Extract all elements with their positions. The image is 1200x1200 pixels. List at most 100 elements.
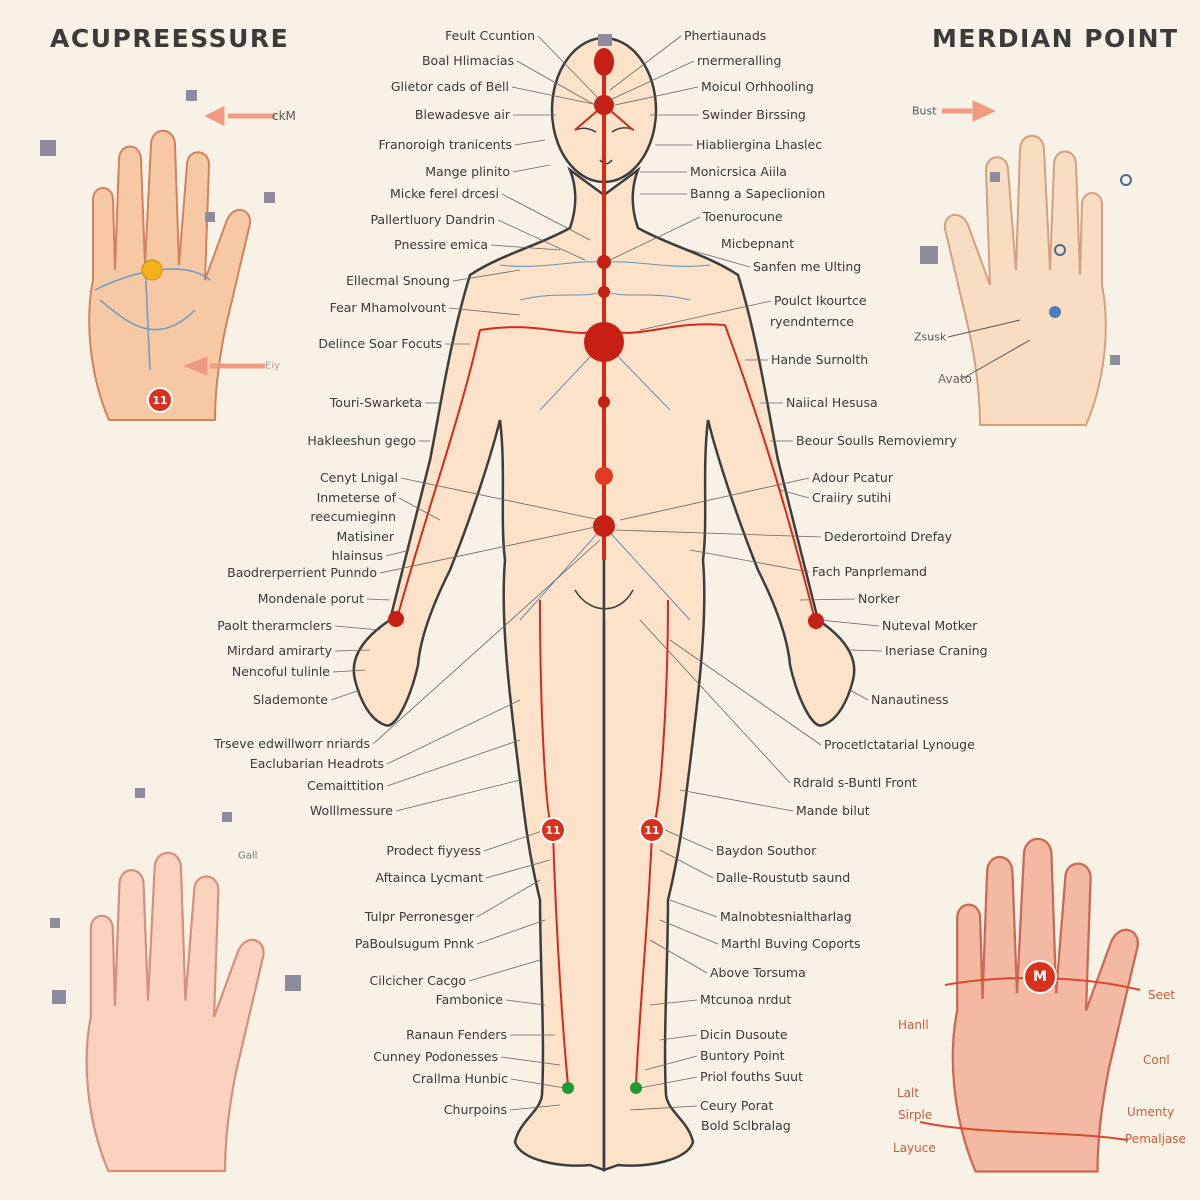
leader-line: [395, 779, 521, 812]
leader-line: [452, 269, 521, 282]
acupoint-badge-hand: 11: [147, 387, 173, 413]
leader-line: [510, 1078, 566, 1089]
leader-line: [619, 477, 810, 521]
right-point-label: Nanautiness: [871, 692, 949, 707]
right-point-label: Toenurocune: [703, 209, 783, 224]
hand-label: Hanll: [898, 1018, 929, 1032]
acupoint-foot-right: [630, 1082, 642, 1094]
right-point-label: Sanfen me Ulting: [753, 259, 862, 274]
leader-line: [819, 619, 880, 627]
acupoint-badge-right-knee: 11: [639, 817, 665, 843]
left-point-label: Fambonice: [435, 992, 503, 1007]
leader-line: [386, 739, 521, 787]
hand-label: Eiy: [265, 360, 281, 372]
left-point-label: Mange plinito: [425, 164, 510, 179]
leader-line: [497, 219, 586, 261]
left-point-label: Cenyt Lnigal: [319, 470, 398, 485]
left-point-label: Mondenale porut: [257, 591, 364, 606]
right-point-label: Nuteval Motker: [882, 618, 978, 633]
leader-line: [476, 919, 546, 945]
leader-line: [485, 859, 551, 879]
right-point-label: Procetlctatarial Lynouge: [824, 737, 975, 752]
left-point-label: Blewadesve air: [414, 107, 510, 122]
leader-line: [511, 86, 599, 106]
right-point-label: Hande Surnolth: [771, 352, 869, 367]
hand-label: Avato: [938, 372, 973, 386]
left-point-label: Touri-Swarketa: [329, 395, 422, 410]
hand-label: Pemaljase: [1125, 1132, 1186, 1146]
left-point-label: Churpoins: [443, 1102, 507, 1117]
leader-line: [659, 849, 714, 879]
leader-line: [689, 249, 751, 268]
hand-label: Bust: [912, 104, 937, 118]
leader-line: [537, 35, 601, 101]
left-point-label: Baodrerperrient Punndo: [227, 565, 377, 580]
right-point-label: Dalle-Roustutb saund: [716, 870, 851, 885]
leader-line: [644, 1055, 698, 1071]
left-point-label: reecumieginn: [310, 509, 396, 524]
hand-bottom-right: [951, 837, 1140, 1173]
leader-line: [483, 829, 546, 852]
right-point-label: ryendnternce: [770, 314, 855, 329]
leader-line: [609, 216, 701, 261]
right-point-label: Naiical Hesusa: [786, 395, 878, 410]
right-point-label: Mtcunoa nrdut: [700, 992, 792, 1007]
leader-line: [799, 598, 856, 601]
left-point-label: Cilcicher Cacgo: [369, 973, 466, 988]
hand-label: Sirple: [898, 1108, 933, 1122]
right-point-label: Banng a Sapeclionion: [690, 186, 826, 201]
grey-markers: [40, 90, 1120, 1004]
left-point-label: Prodect fiyyess: [386, 843, 481, 858]
right-point-label: Priol fouths Suut: [700, 1069, 803, 1084]
left-point-label: Nencoful tulinle: [231, 664, 330, 679]
leader-line: [609, 60, 695, 101]
right-point-label: Marthl Buving Coports: [721, 936, 861, 951]
arrow-pointer: [204, 105, 275, 127]
right-point-label: Poulct Ikourtce: [774, 293, 867, 308]
left-point-label: Glietor cads of Bell: [390, 79, 509, 94]
right-point-label: rnermeralling: [697, 53, 782, 68]
leader-line: [501, 193, 591, 241]
hand-bottom-left: [85, 851, 265, 1173]
left-point-label: Boal Hlimacias: [421, 53, 514, 68]
leader-line: [779, 489, 810, 499]
leader-line: [629, 1105, 698, 1111]
left-point-label: Franoroigh tranicents: [378, 137, 512, 152]
leader-line: [505, 999, 546, 1006]
right-point-label: Fach Panprlemand: [812, 564, 927, 579]
hand-top-left: [88, 129, 252, 421]
left-point-label: Crallma Hunbic: [412, 1071, 508, 1086]
left-point-label: Aftainca Lycmant: [375, 870, 484, 885]
left-point-label: Slademonte: [252, 692, 328, 707]
leader-line: [386, 699, 521, 765]
right-point-label: Micbepnant: [721, 236, 795, 251]
left-point-label: Mirdard amirarty: [226, 643, 332, 658]
left-point-label: Matisiner: [336, 529, 394, 544]
leader-line: [509, 1104, 561, 1111]
right-point-label: Mande bilut: [796, 803, 870, 818]
acupoint-badge-hand-bottom-right: M: [1023, 960, 1057, 994]
leader-line: [334, 649, 371, 652]
arrow-pointer: [183, 356, 265, 376]
left-point-label: Cemaittition: [307, 778, 384, 793]
left-point-label: Pnessire emica: [394, 237, 488, 252]
leader-line: [512, 164, 551, 173]
right-point-label: Phertiaunads: [684, 28, 767, 43]
leader-line: [366, 598, 391, 601]
right-point-label: Ceury Porat: [700, 1098, 774, 1113]
acupoints: [388, 48, 824, 629]
leader-line: [614, 86, 699, 106]
leader-line: [334, 625, 381, 631]
hand-label: Zsusk: [914, 330, 947, 344]
right-point-label: Ineriase Craning: [885, 643, 988, 658]
right-point-label: Dederortoind Drefay: [824, 529, 953, 544]
left-point-label: Eaclubarian Headrots: [249, 756, 384, 771]
left-point-label: hlainsus: [331, 548, 383, 563]
right-point-label: Monicrsica Aiila: [690, 164, 787, 179]
hand-label: Gall: [238, 850, 258, 862]
right-point-label: Above Torsuma: [710, 965, 806, 980]
leader-line: [659, 919, 719, 945]
right-point-label: Baydon Southor: [716, 843, 817, 858]
right-point-label: Adour Pcatur: [812, 470, 893, 485]
